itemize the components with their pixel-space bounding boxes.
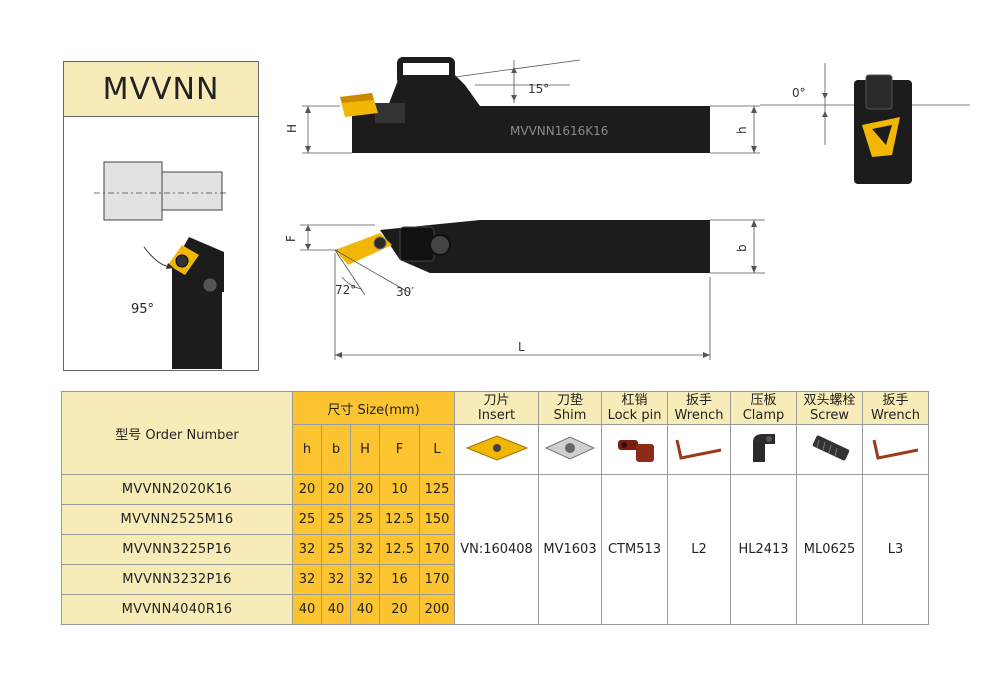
cell-b: 32 [321, 564, 351, 595]
model-cell: MVVNN2525M16 [61, 504, 293, 535]
top-view-shank [480, 220, 710, 273]
dim-b-label: b [735, 244, 749, 252]
col-H: H [350, 424, 380, 475]
cell-h: 40 [292, 594, 322, 625]
dim-F-label: F [284, 235, 298, 242]
cell-b: 25 [321, 534, 351, 565]
cell-b: 20 [321, 474, 351, 505]
angle-95-label: 95° [131, 302, 154, 317]
table-row: MVVNN3232P16 32 32 32 16 170 [61, 564, 929, 595]
angle-72-label: 72° [335, 283, 356, 297]
size-header: 尺寸 Size(mm) [291, 391, 456, 425]
cell-h: 32 [292, 534, 322, 565]
side-view-engraving: MVVNN1616K16 [510, 124, 608, 138]
wrench-value: L2 [667, 474, 732, 625]
cell-F: 10 [379, 474, 420, 505]
product-title: MVVNN [64, 62, 258, 117]
screw-icon [796, 424, 864, 475]
table-row: MVVNN4040R16 40 40 40 20 200 [61, 594, 929, 625]
model-cell: MVVNN2020K16 [61, 474, 293, 505]
tool-drawings: MVVNN1616K16 H h 15° 0° F b 72° 30′ [284, 57, 970, 360]
cell-H: 25 [350, 504, 380, 535]
clamp-value: HL2413 [730, 474, 798, 625]
cell-L: 125 [418, 474, 456, 505]
cell-H: 32 [350, 534, 380, 565]
dim-H-label: H [285, 124, 299, 133]
cell-F: 12.5 [379, 504, 420, 535]
angle-15-label: 15° [528, 82, 549, 96]
cell-H: 32 [350, 564, 380, 595]
angle-0-label: 0° [792, 86, 806, 100]
cell-b: 40 [321, 594, 351, 625]
screw-value: ML0625 [796, 474, 864, 625]
wrench-2-value: L3 [862, 474, 930, 625]
top-view-diagram: 95° [94, 161, 229, 369]
cell-h: 25 [292, 504, 322, 535]
workpiece [103, 161, 163, 221]
cell-b: 25 [321, 504, 351, 535]
cell-L: 170 [418, 534, 456, 565]
clamp-icon [730, 424, 798, 475]
cell-F: 12.5 [379, 534, 420, 565]
title-box: MVVNN 95° [63, 61, 259, 371]
workpiece-step [161, 171, 223, 211]
cell-L: 150 [418, 504, 456, 535]
dim-h-label: h [735, 126, 749, 134]
model-cell: MVVNN3225P16 [61, 534, 293, 565]
shim-value: MV1603 [538, 474, 603, 625]
table-row: MVVNN2020K16 20 20 20 10 125 VN:160408 M… [61, 474, 930, 625]
dim-L-label: L [518, 340, 525, 354]
lock-pin-icon [601, 424, 669, 475]
model-cell: MVVNN4040R16 [61, 594, 293, 625]
cell-h: 20 [292, 474, 322, 505]
cell-h: 32 [292, 564, 322, 595]
model-header: 型号 Order Number [61, 391, 293, 475]
lock-pin-value: CTM513 [601, 474, 669, 625]
angle-30-label: 30′ [396, 285, 414, 299]
wrench-icon [862, 424, 930, 475]
col-b: b [321, 424, 351, 475]
col-L: L [418, 424, 456, 475]
cell-F: 20 [379, 594, 420, 625]
model-cell: MVVNN3232P16 [61, 564, 293, 595]
cell-L: 200 [418, 594, 456, 625]
cell-H: 20 [350, 474, 380, 505]
shim-icon [538, 424, 603, 475]
insert-value: VN:160408 [454, 474, 540, 625]
wrench-icon [667, 424, 732, 475]
col-F: F [379, 424, 420, 475]
table-row: MVVNN3225P16 32 25 32 12.5 170 [61, 534, 929, 565]
cell-H: 40 [350, 594, 380, 625]
insert-icon [454, 424, 540, 475]
side-view-shank [352, 106, 710, 153]
cell-F: 16 [379, 564, 420, 595]
tool-shank [172, 282, 222, 369]
cell-L: 170 [418, 564, 456, 595]
col-h: h [292, 424, 322, 475]
